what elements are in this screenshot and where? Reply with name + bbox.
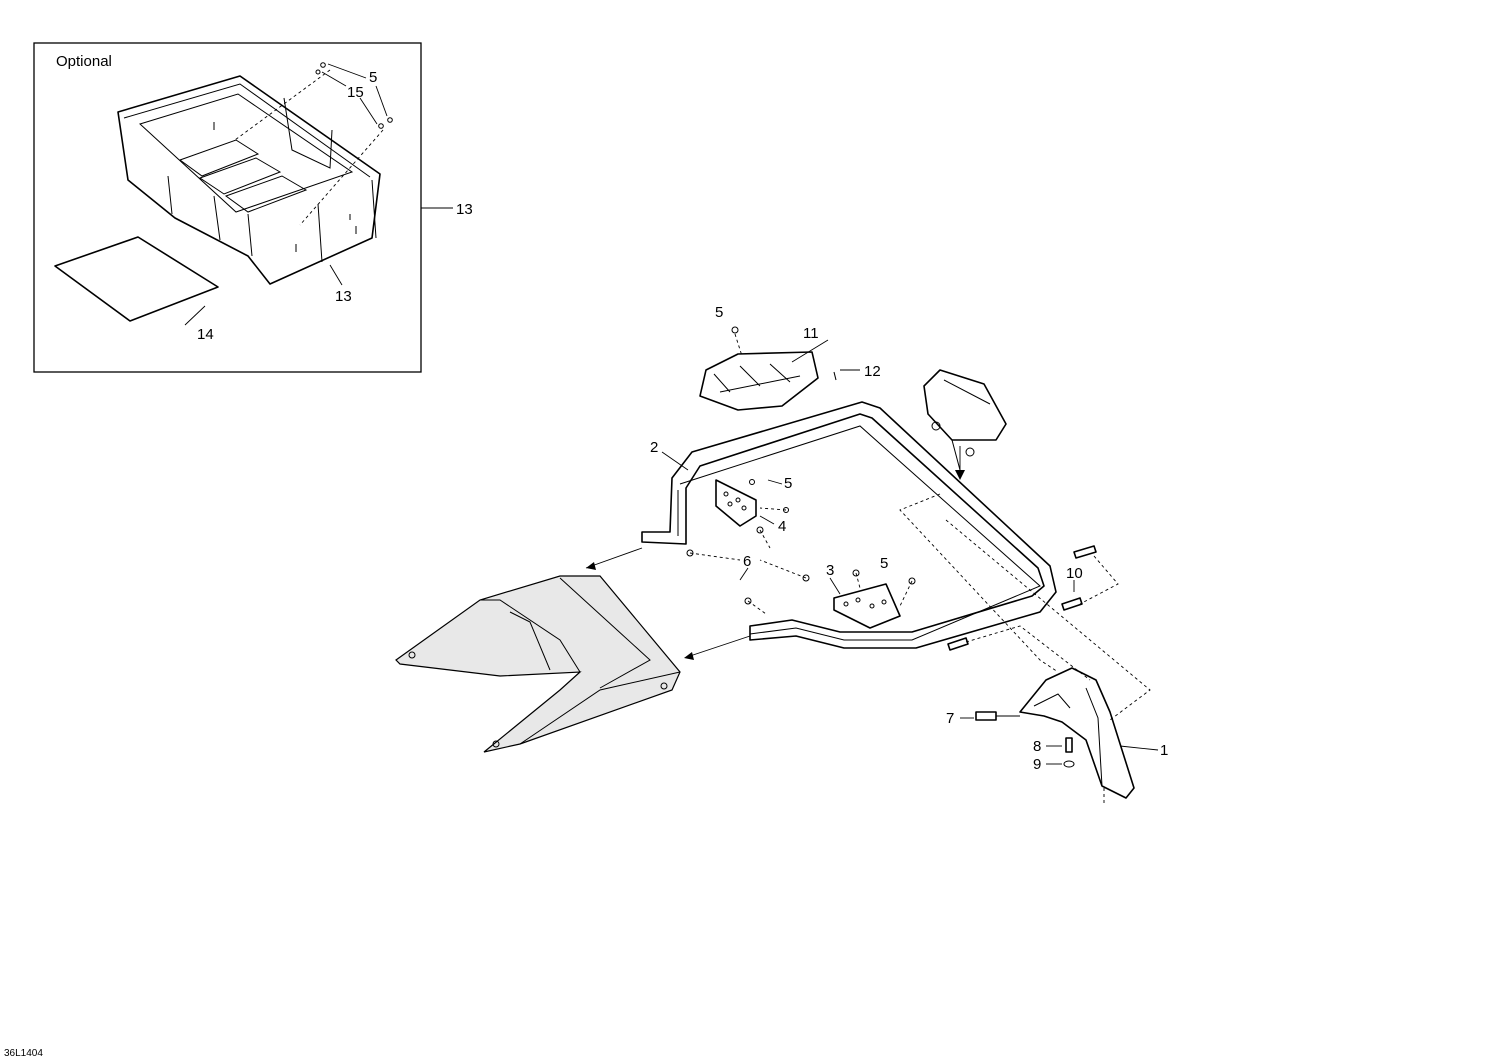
rack-top-11 bbox=[699, 351, 819, 411]
callout-12: 12 bbox=[864, 363, 881, 380]
callout-5: 5 bbox=[880, 555, 888, 572]
rack-rail bbox=[641, 401, 1057, 649]
bracket-3 bbox=[833, 583, 901, 629]
hitch-1 bbox=[1019, 667, 1135, 799]
storage-bin bbox=[117, 75, 381, 285]
optional-inset: Optional bbox=[33, 42, 453, 373]
callout-3: 3 bbox=[826, 562, 834, 579]
rear-tunnel bbox=[395, 575, 681, 753]
assembly-arrows bbox=[585, 446, 965, 660]
callout-9: 9 bbox=[1033, 756, 1041, 773]
hardware bbox=[686, 326, 1097, 768]
callout-5: 5 bbox=[715, 304, 723, 321]
drawing-code: 36L1404 bbox=[4, 1048, 43, 1059]
bracket-4 bbox=[715, 479, 757, 527]
callout-10: 10 bbox=[1066, 565, 1083, 582]
callout-6: 6 bbox=[743, 553, 751, 570]
callout-13: 13 bbox=[335, 288, 352, 305]
bin-mat bbox=[54, 236, 219, 322]
dashed-lines bbox=[689, 333, 1151, 804]
callout-7: 7 bbox=[946, 710, 954, 727]
callout-5: 5 bbox=[784, 475, 792, 492]
callout-4: 4 bbox=[778, 518, 786, 535]
callout-1: 1 bbox=[1160, 742, 1168, 759]
callout-11: 11 bbox=[803, 325, 819, 342]
callout-8: 8 bbox=[1033, 738, 1041, 755]
taillight-bracket bbox=[923, 369, 1007, 471]
callout-14: 14 bbox=[197, 326, 214, 343]
callout-leaders bbox=[661, 339, 1159, 765]
inset-title: Optional bbox=[56, 53, 112, 70]
callout-13: 13 bbox=[456, 201, 473, 218]
callout-2: 2 bbox=[650, 439, 658, 456]
callout-15: 15 bbox=[347, 84, 364, 101]
callout-5: 5 bbox=[369, 69, 377, 86]
